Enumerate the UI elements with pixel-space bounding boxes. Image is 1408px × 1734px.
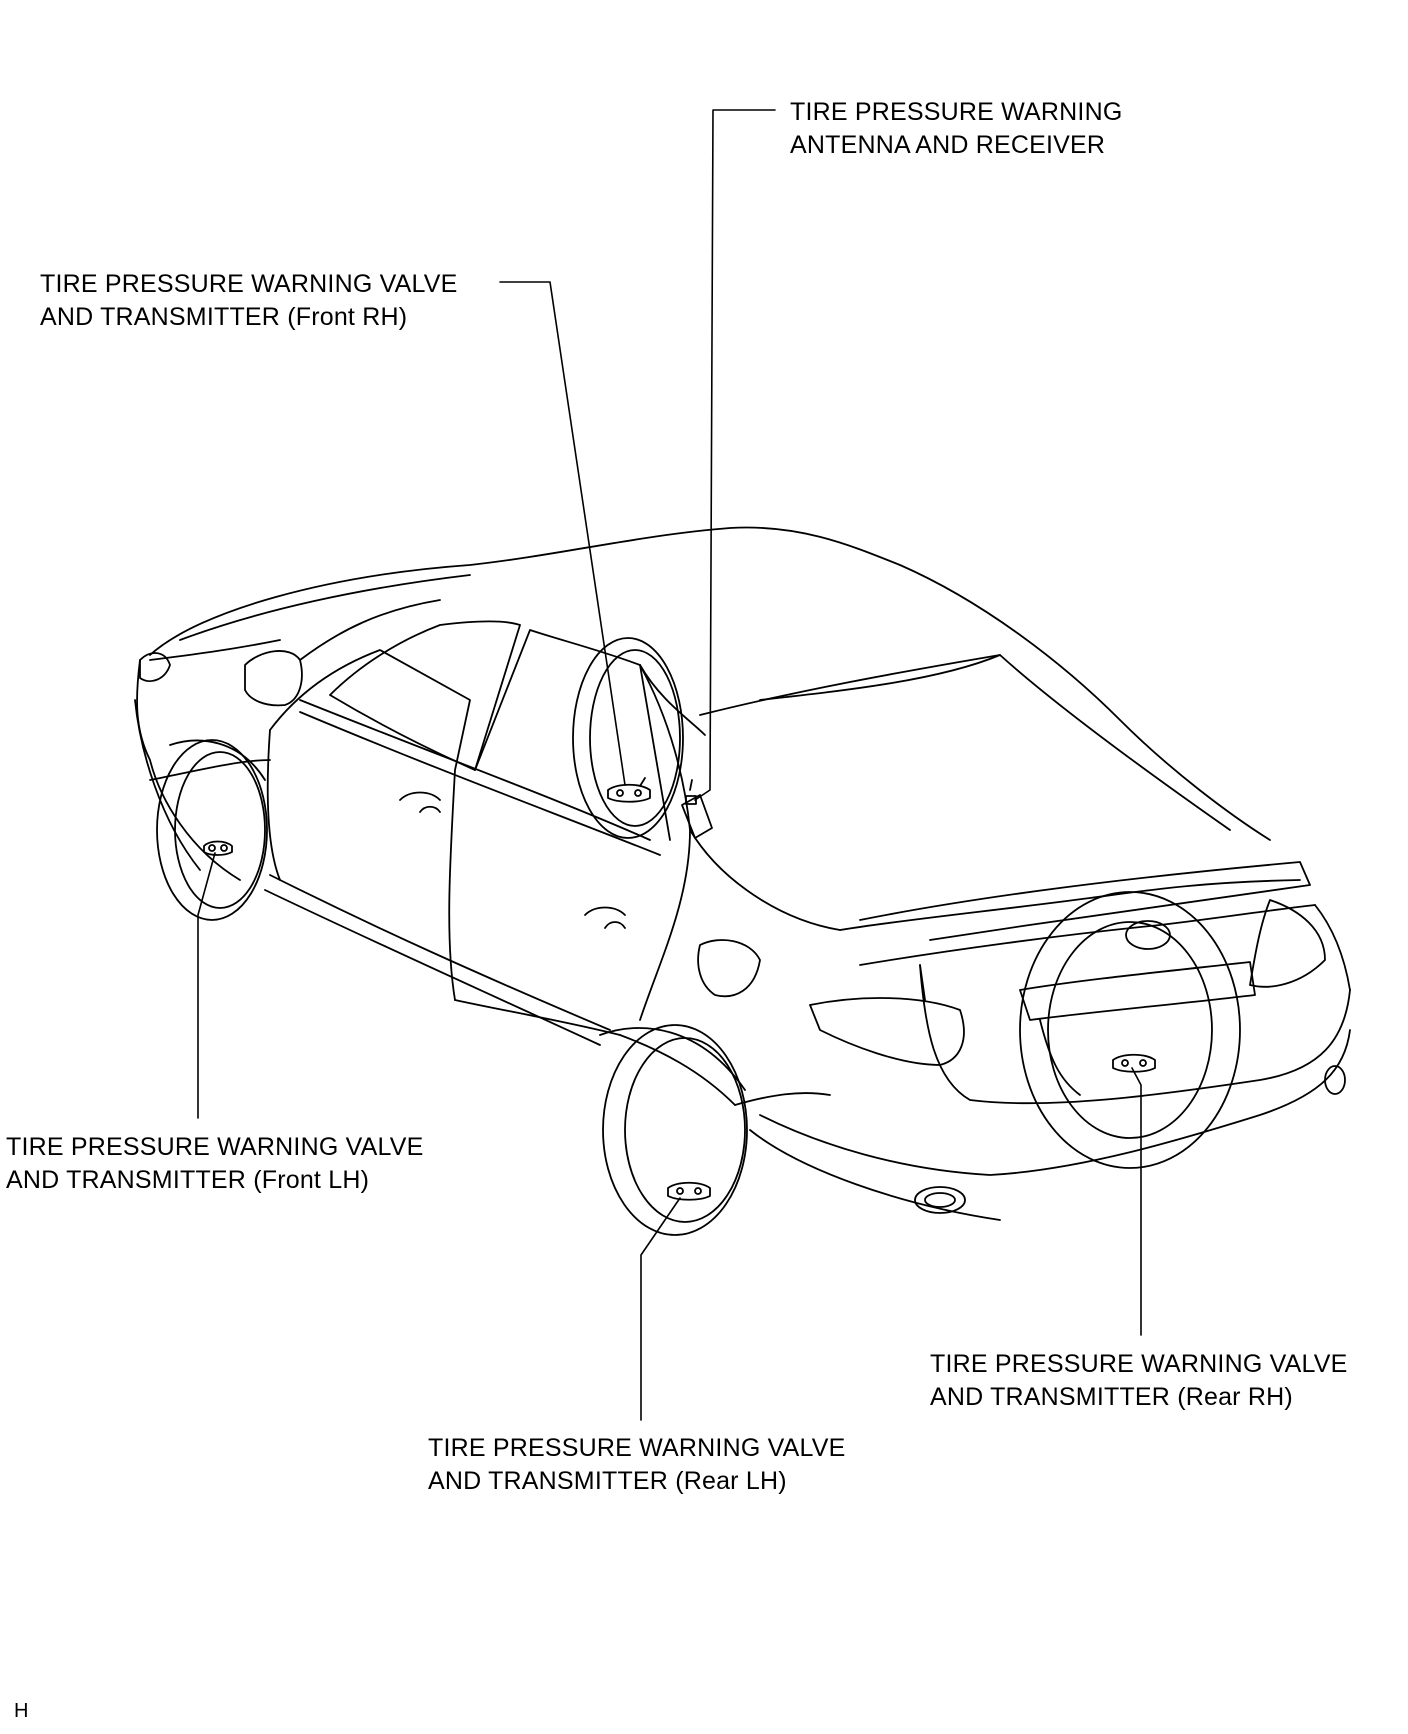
label-valve-front-rh: TIRE PRESSURE WARNING VALVE AND TRANSMIT… (40, 268, 458, 334)
leader-lines (197, 109, 1142, 1421)
label-valve-front-lh: TIRE PRESSURE WARNING VALVE AND TRANSMIT… (6, 1131, 424, 1197)
label-valve-rear-lh-line1: TIRE PRESSURE WARNING VALVE (428, 1434, 846, 1462)
figure-code: H (14, 1700, 29, 1722)
leader-front-lh (197, 852, 216, 1119)
front-left-wheel (156, 739, 268, 921)
leader-antenna (694, 109, 776, 801)
front-right-wheel-phantom (572, 637, 684, 839)
valve-transmitter-front-lh-icon (203, 840, 233, 856)
label-valve-rear-lh: TIRE PRESSURE WARNING VALVE AND TRANSMIT… (428, 1432, 846, 1498)
label-valve-rear-lh-line2: AND TRANSMITTER (Rear LH) (428, 1467, 787, 1495)
label-antenna-receiver-line1: TIRE PRESSURE WARNING (790, 98, 1123, 126)
leader-rear-lh (640, 1197, 681, 1421)
label-valve-front-lh-line1: TIRE PRESSURE WARNING VALVE (6, 1133, 424, 1161)
label-valve-rear-rh-line2: AND TRANSMITTER (Rear RH) (930, 1383, 1293, 1411)
rear-right-wheel-phantom (1019, 891, 1241, 1169)
valve-transmitter-front-rh-icon (607, 777, 651, 803)
leader-front-rh (499, 281, 626, 786)
label-antenna-receiver: TIRE PRESSURE WARNING ANTENNA AND RECEIV… (790, 96, 1122, 162)
label-valve-rear-rh-line1: TIRE PRESSURE WARNING VALVE (930, 1350, 1348, 1378)
valve-transmitter-rear-lh-icon (667, 1181, 711, 1201)
label-valve-front-rh-line2: AND TRANSMITTER (Front RH) (40, 303, 408, 331)
label-valve-front-rh-line1: TIRE PRESSURE WARNING VALVE (40, 270, 458, 298)
car-outline (134, 526, 1351, 1221)
rear-left-wheel (599, 1024, 748, 1236)
label-antenna-receiver-line2: ANTENNA AND RECEIVER (790, 131, 1106, 159)
leader-rear-rh (1131, 1067, 1142, 1336)
label-valve-rear-rh: TIRE PRESSURE WARNING VALVE AND TRANSMIT… (930, 1348, 1348, 1414)
valve-transmitter-rear-rh-icon (1112, 1053, 1156, 1073)
label-valve-front-lh-line2: AND TRANSMITTER (Front LH) (6, 1166, 370, 1194)
